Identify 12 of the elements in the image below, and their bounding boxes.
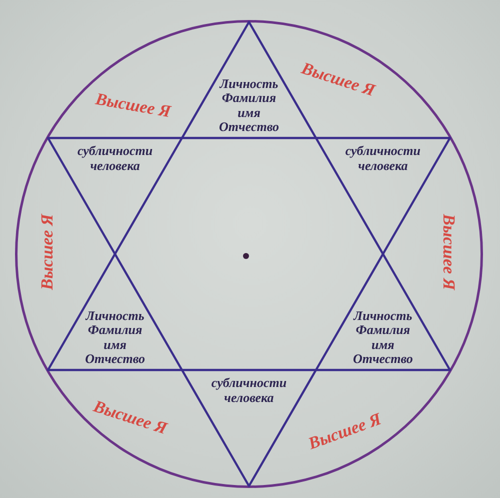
point-label: субличности человека	[211, 376, 287, 406]
point-label: Личность Фамилия имя Отчество	[219, 76, 279, 135]
point-label: субличности человека	[77, 144, 153, 174]
outer-label: Высшее Я	[38, 214, 58, 290]
outer-label: Высшее Я	[438, 214, 458, 290]
point-label: Личность Фамилия имя Отчество	[352, 308, 413, 367]
point-label: Личность Фамилия имя Отчество	[85, 308, 146, 367]
point-label: субличности человека	[345, 144, 421, 174]
outer-label: Высшее Я	[306, 410, 384, 454]
outer-label: Высшее Я	[91, 397, 169, 439]
outer-label: Высшее Я	[94, 90, 172, 122]
outer-label: Высшее Я	[299, 59, 377, 101]
